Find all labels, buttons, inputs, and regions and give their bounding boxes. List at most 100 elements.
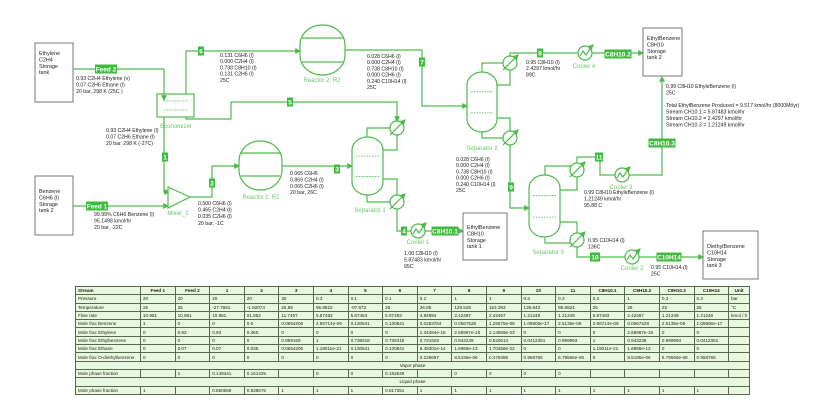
table-cell: 0 <box>140 327 176 337</box>
stream-tag-label: 11 <box>596 154 603 161</box>
stream-tag-s8[interactable]: 8 <box>537 48 543 58</box>
cooler-3[interactable] <box>614 166 631 183</box>
annotation-line: Stream CH10.2 = 2.4297 kmol/hr <box>666 116 742 122</box>
separator3-condenser[interactable] <box>569 161 586 178</box>
stream-tag-label: 6 <box>199 48 203 55</box>
tank-label-line: tank <box>39 70 49 76</box>
separator-2[interactable] <box>466 71 498 133</box>
stream-tag-feed1[interactable]: Feed 1 <box>86 201 108 211</box>
stream-tag-feed2[interactable]: Feed 2 <box>95 64 117 74</box>
unit-label-cooler3: Cooler 3 <box>610 185 633 191</box>
table-cell: 0.182649 <box>382 368 418 379</box>
table-cell: 0.731928 <box>416 335 453 346</box>
economizer[interactable] <box>156 93 195 118</box>
table-cell <box>140 368 176 379</box>
stream-1-line[interactable] <box>163 117 171 195</box>
stream-tag-c8h10_2[interactable]: C8H10.2 <box>604 49 632 59</box>
annotation-line: 0.028 C6H6 (l) <box>367 54 401 60</box>
table-cell: 0.0567528 <box>624 319 660 329</box>
table-cell: 0 <box>209 319 245 329</box>
row-label: Mole frac Ethylene <box>75 327 141 337</box>
row-label: Flow rate <box>75 310 141 321</box>
stream-5-line[interactable] <box>185 101 400 123</box>
stream-7-line[interactable] <box>345 49 469 109</box>
annotation-line: 0.500 C6H6 (l) <box>198 201 232 207</box>
separator3-reboiler[interactable] <box>569 231 586 248</box>
table-cell: 4.84994 <box>416 310 453 321</box>
table-cell: 1 <box>520 385 557 395</box>
cooler-4[interactable] <box>577 44 594 61</box>
table-cell: 0.161425 <box>243 368 280 379</box>
stream-tag-label: C10H14 <box>657 254 681 261</box>
separator1-condenser[interactable] <box>389 119 406 136</box>
reactor-2[interactable] <box>299 24 346 76</box>
stream-tag-s7[interactable]: 7 <box>419 57 425 67</box>
table-cell: 0 <box>312 327 349 337</box>
row-label: Mole frac Ethane <box>75 344 141 354</box>
stream-tag-s1[interactable]: 1 <box>162 152 168 162</box>
table-cell: 95.8824 <box>555 302 591 312</box>
annotation-line: 0.131 C6H6 (l) <box>220 53 254 59</box>
table-cell: 2.96714e-09 <box>312 319 349 329</box>
table-cell: 10.981 <box>174 310 211 321</box>
table-cell: 1 <box>174 368 211 379</box>
stream-tag-s2[interactable]: 2 <box>209 178 215 188</box>
mixer[interactable] <box>167 186 192 209</box>
stream-tag-c10h14[interactable]: C10H14 <box>656 252 682 262</box>
tank-label-line: Storage <box>39 202 58 208</box>
table-cell <box>728 335 751 346</box>
table-cell: 20 <box>278 294 314 304</box>
annotation-line: 0.035 C2H6 (l) <box>198 214 232 220</box>
table-cell: 0 <box>140 344 176 354</box>
cooler-2[interactable] <box>624 248 641 265</box>
table-cell: 1 <box>589 335 626 346</box>
annotation-line: Stream CH10.1 = 5.87483 kmol/hr <box>666 110 745 116</box>
separator2-condenser[interactable] <box>502 54 519 71</box>
annotation-line: 0.95 C8H10 (l) <box>526 60 560 66</box>
table-cell: 0 <box>278 352 314 362</box>
stream-tag-s3[interactable]: 3 <box>334 164 340 174</box>
table-cell: 1.21249 <box>693 310 730 321</box>
stream-annotation-c10h14: 0.95 C10H14 (l)25C <box>651 265 688 277</box>
stream-tag-label: 7 <box>420 59 424 66</box>
stream-tag-s4[interactable]: 4 <box>401 226 407 236</box>
stream-tag-s11[interactable]: 11 <box>595 152 603 162</box>
table-cell: 0.958765 <box>520 352 557 362</box>
stream-tag-s9[interactable]: 9 <box>508 182 514 192</box>
table-cell: 0 <box>209 352 245 362</box>
tank-label-line: Storage <box>647 49 666 55</box>
stream-tag-c8h10_3[interactable]: C8H10.3 <box>648 138 676 148</box>
unit-label-reactor1: Reactor 1: R1 <box>242 195 280 201</box>
stream-11-line[interactable] <box>576 77 662 176</box>
separator1-reboiler[interactable] <box>389 193 406 210</box>
tank-label-line: Storage <box>39 64 58 70</box>
separator2-reboiler[interactable] <box>502 129 519 146</box>
annotation-line: 95.88 C <box>584 203 602 209</box>
tank-label-line: C10H14 <box>707 250 727 256</box>
stream-tag-s6[interactable]: 6 <box>198 46 204 56</box>
stream-tag-c8h10_1[interactable]: C8H10.1 <box>431 226 459 236</box>
table-cell: 0.130841 <box>347 319 384 329</box>
reactor-1[interactable] <box>238 140 283 191</box>
table-cell: 0 <box>174 335 211 346</box>
cooler-1[interactable] <box>410 222 427 239</box>
separator-3[interactable] <box>528 174 561 238</box>
table-cell: 1.6966e-13 <box>624 344 660 354</box>
table-cell <box>728 368 751 379</box>
stream-annotation-s9: 0.028 C6H6 (l)0.000 C2H4 (l)0.738 C8H10 … <box>456 157 496 194</box>
table-cell: 25 <box>693 302 730 312</box>
stream-9-line[interactable] <box>509 145 531 211</box>
stream-tag-s10[interactable]: 10 <box>590 252 600 262</box>
table-cell: 20 <box>174 294 211 304</box>
stream-6-line[interactable] <box>185 48 302 94</box>
separator-1[interactable] <box>351 136 384 196</box>
stream-tag-s5[interactable]: 5 <box>287 97 293 107</box>
